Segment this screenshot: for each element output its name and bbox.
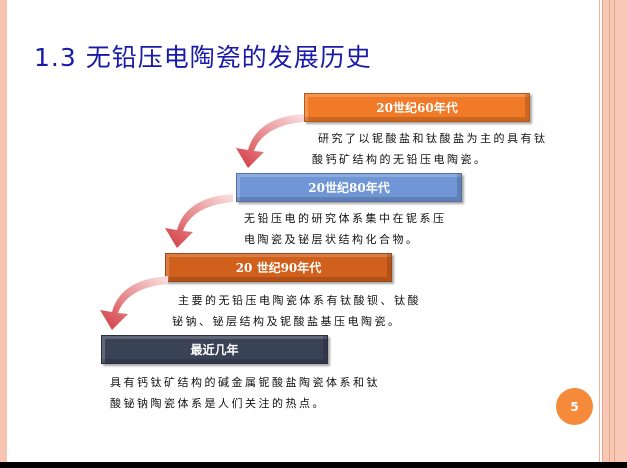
slide-title: 1.3 无铅压电陶瓷的发展历史 [34,43,372,72]
stripe-line [614,0,615,462]
bottom-bar [0,462,627,468]
curved-arrow-icon [100,276,168,330]
timeline-text-1980s: 无铅压电的研究体系集中在铌系压电陶瓷及铋层状结构化合物。 [244,212,447,246]
left-border [0,0,7,462]
timeline-text-recent: 具有钙钛矿结构的碱金属铌酸盐陶瓷体系和钛酸铋钠陶瓷体系是人们关注的热点。 [110,376,380,410]
stripe-line [602,0,603,462]
timeline-box-1960s: 20世纪60年代 [304,93,530,122]
curved-arrow-icon [165,194,233,248]
timeline-text-1990s: 主要的无铅压电陶瓷体系有钛酸钡、钛酸铋钠、铋层结构及铌酸盐基压电陶瓷。 [172,294,421,328]
curved-arrow-icon [236,114,304,168]
stripe-line [609,0,610,462]
page-number-badge: 5 [556,388,593,425]
timeline-box-1990s: 20 世纪90年代 [165,253,392,282]
timeline-box-recent: 最近几年 [101,335,328,364]
timeline-box-1980s: 20世纪80年代 [236,173,462,202]
timeline-text-1960s: 研究了以铌酸盐和钛酸盐为主的具有钛酸钙矿结构的无铅压电陶瓷。 [312,132,548,166]
